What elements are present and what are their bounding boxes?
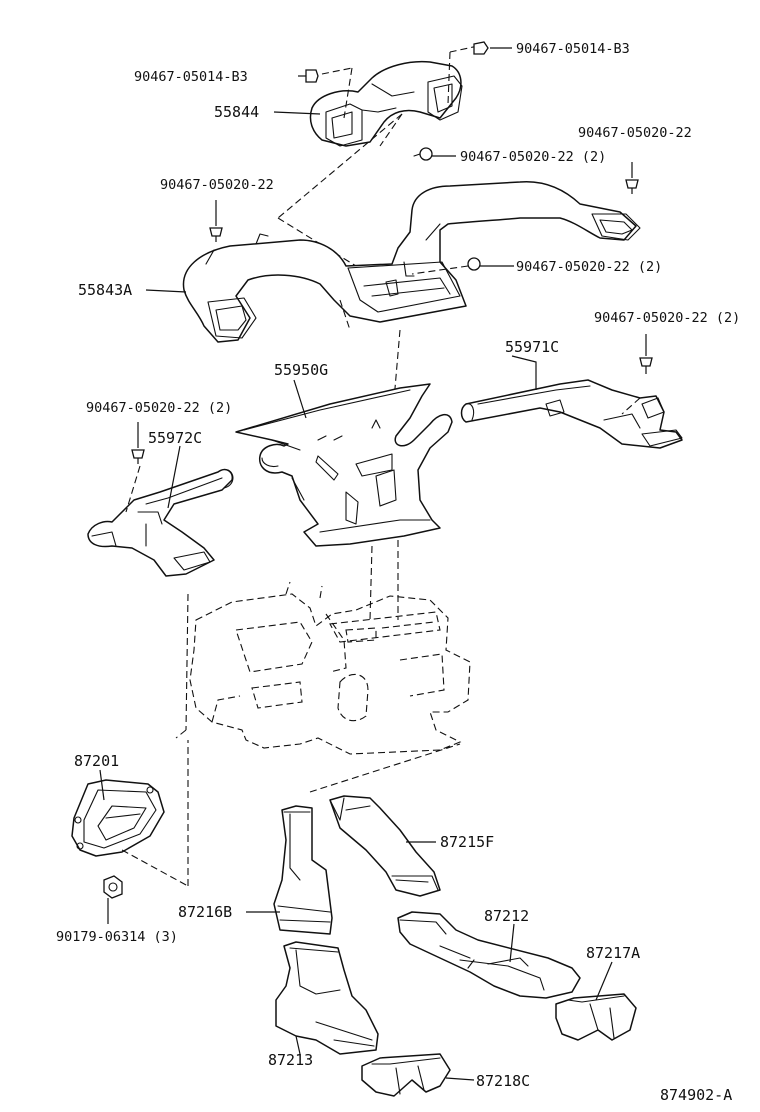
clip-icon[interactable] [625, 162, 639, 194]
label-55972C: 55972C [148, 429, 202, 447]
leader-87218C [445, 1077, 475, 1081]
part-87217A[interactable] [555, 993, 637, 1041]
label-87216B: 87216B [178, 903, 232, 921]
label-87218C: 87218C [476, 1072, 530, 1090]
leader-55843A [145, 289, 187, 293]
part-87215F[interactable] [329, 795, 441, 897]
part-55843A[interactable] [182, 181, 641, 343]
label-clip-far-right: 90467-05020-22 (2) [594, 310, 740, 326]
clip-icon[interactable] [639, 334, 653, 374]
leader-87201 [99, 769, 105, 801]
label-bolt-top-right: 90467-05014-B3 [516, 41, 630, 57]
part-55971C[interactable] [460, 379, 683, 449]
label-87213: 87213 [268, 1051, 313, 1069]
label-87215F: 87215F [440, 833, 494, 851]
label-bolt-top-left: 90467-05014-B3 [134, 69, 248, 85]
part-87218C[interactable] [361, 1053, 451, 1097]
bolt-icon[interactable] [473, 41, 489, 55]
bolt-icon[interactable] [298, 69, 319, 83]
leader-55844 [273, 111, 321, 115]
leader-87217A [595, 961, 613, 1001]
label-87212: 87212 [484, 907, 529, 925]
leader-87213 [295, 1035, 301, 1055]
leader-55971C [511, 355, 537, 390]
heater-unit-outline [189, 581, 471, 755]
label-nut: 90179-06314 (3) [56, 929, 178, 945]
label-clip-mid-right: 90467-05020-22 (2) [516, 259, 662, 275]
label-55844: 55844 [214, 103, 259, 121]
part-87212[interactable] [397, 911, 581, 999]
part-87216B[interactable] [273, 805, 333, 935]
label-55971C: 55971C [505, 338, 559, 356]
label-55843A: 55843A [78, 281, 132, 299]
part-87213[interactable] [275, 941, 379, 1055]
label-87217A: 87217A [586, 944, 640, 962]
label-87201: 87201 [74, 752, 119, 770]
leader-55972C [167, 445, 181, 509]
clip-icon[interactable] [413, 147, 433, 161]
clip-icon[interactable] [411, 257, 481, 275]
leader-55950G [293, 379, 307, 419]
leader-87212 [509, 923, 515, 963]
figure-code: 874902-A [660, 1086, 732, 1104]
label-clip-center: 90467-05020-22 (2) [460, 149, 606, 165]
clip-icon[interactable] [131, 422, 145, 464]
part-55972C[interactable] [87, 468, 234, 577]
label-clip-left-mid: 90467-05020-22 (2) [86, 400, 232, 416]
nut-icon[interactable] [103, 875, 123, 924]
part-87201[interactable] [71, 779, 165, 857]
label-clip-left: 90467-05020-22 [160, 177, 274, 193]
part-55844[interactable] [309, 60, 463, 147]
label-clip-right-top: 90467-05020-22 [578, 125, 692, 141]
part-55950G[interactable] [235, 383, 453, 547]
clip-icon[interactable] [209, 200, 223, 242]
label-55950G: 55950G [274, 361, 328, 379]
